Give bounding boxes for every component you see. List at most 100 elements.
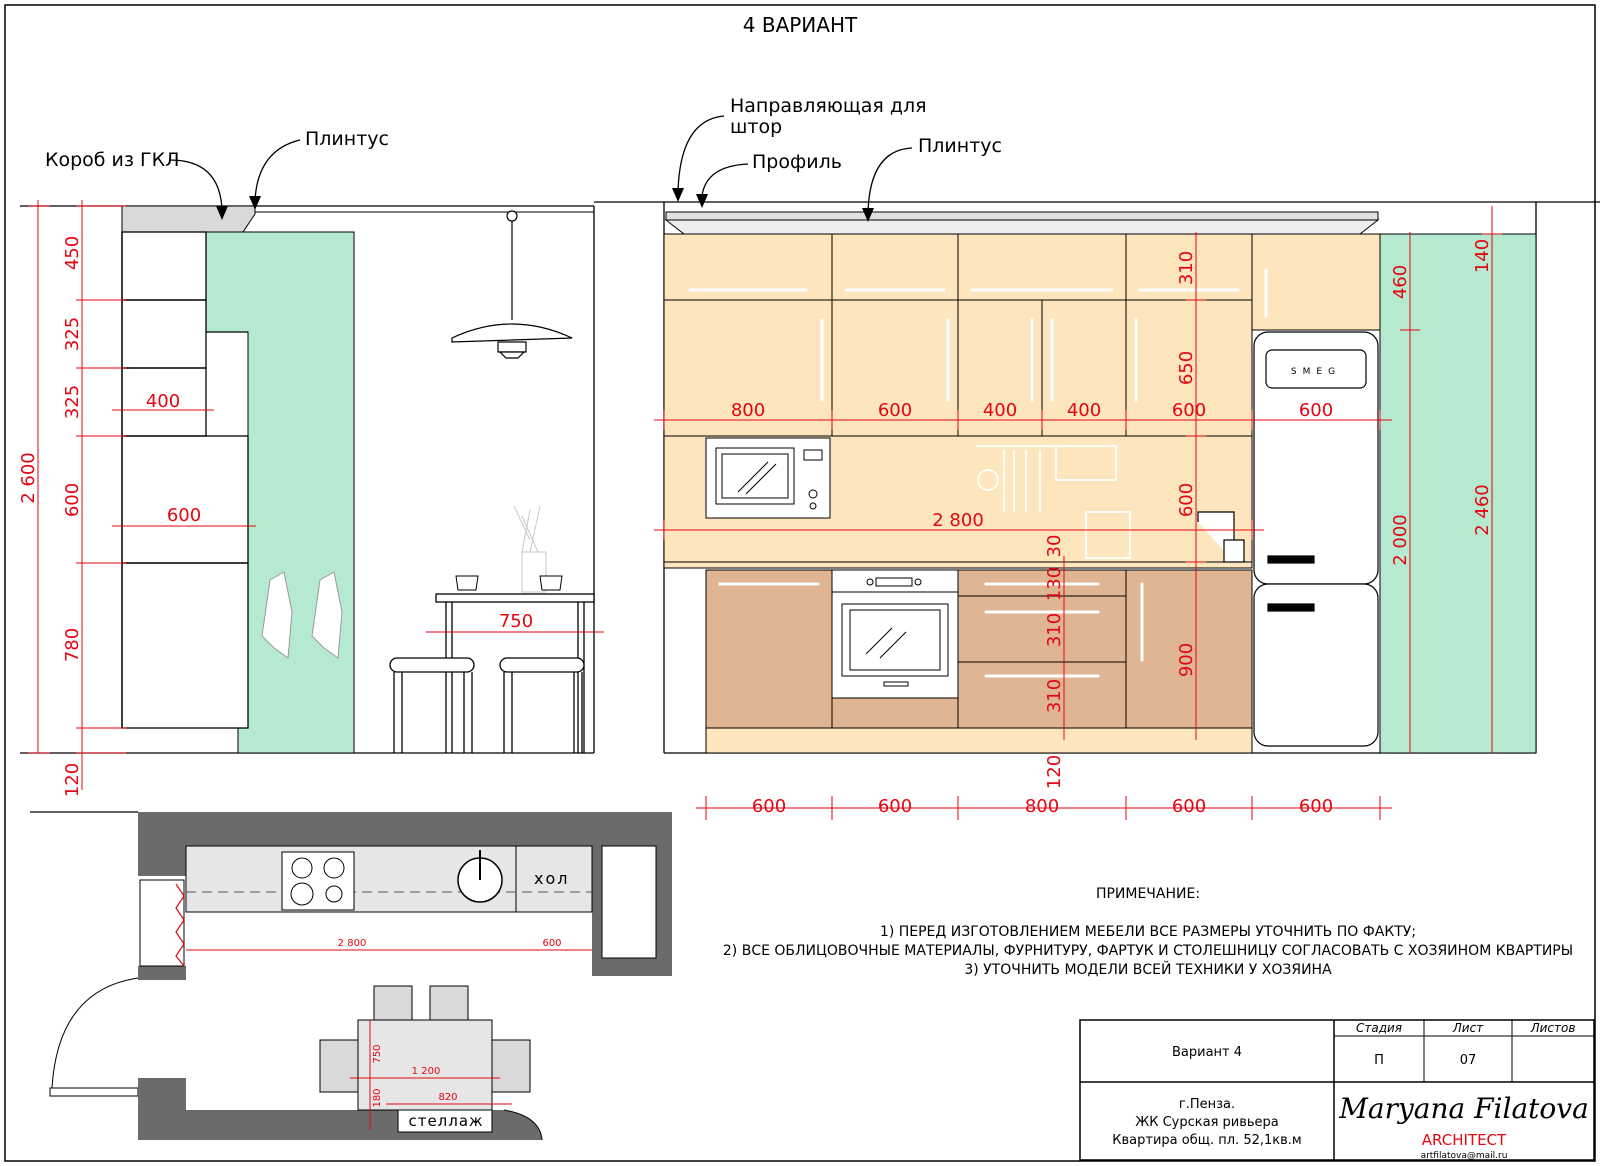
plan-dim-600: 600 xyxy=(542,938,561,949)
dim-bottom-600a: 600 xyxy=(752,796,786,817)
plan-dim-750: 750 xyxy=(372,1044,383,1063)
dim-w400: 400 xyxy=(146,391,180,412)
ceiling-plinth xyxy=(664,219,1380,235)
gypsum-box xyxy=(121,205,256,233)
dim-325b: 325 xyxy=(62,385,83,419)
title-block-stage: П xyxy=(1374,1053,1384,1068)
dim-v310b: 310 xyxy=(1044,679,1065,713)
label-profile: Профиль xyxy=(752,151,842,173)
dim-450: 450 xyxy=(62,236,83,270)
title-block-stage-header: Стадия xyxy=(1356,1021,1402,1035)
fridge-brand-text: SMEG xyxy=(1291,367,1341,377)
left-cabinet-column xyxy=(121,231,249,729)
top-dimension-chain xyxy=(654,410,1392,540)
dim-v650: 650 xyxy=(1176,351,1197,385)
plan-dining-set xyxy=(319,985,531,1133)
dim-bottom-600d: 600 xyxy=(1299,796,1333,817)
dim-top-800: 800 xyxy=(731,400,765,421)
title-block-sheets-header: Листов xyxy=(1530,1021,1576,1035)
dim-top-400b: 400 xyxy=(1067,400,1101,421)
floor-plan: хол 2 800 600 1 200 750 180 820 стеллаж xyxy=(30,811,672,1141)
plinth-base xyxy=(705,727,1253,754)
title-block-address-1: г.Пенза. xyxy=(1179,1097,1235,1112)
flower-vase-icon xyxy=(513,505,547,593)
label-curtain-rail-2: штор xyxy=(730,116,782,138)
dim-bottom-600c: 600 xyxy=(1172,796,1206,817)
faucet-icon xyxy=(1197,511,1245,563)
dim-top-600c: 600 xyxy=(1299,400,1333,421)
dim-v310: 310 xyxy=(1176,251,1197,285)
plan-countertop xyxy=(185,845,593,913)
architect-role: ARCHITECT xyxy=(1422,1131,1507,1149)
right-green-wall xyxy=(1379,233,1537,754)
fridge-icon xyxy=(1253,331,1379,747)
dim-v120: 120 xyxy=(1044,755,1065,789)
dim-600: 600 xyxy=(62,483,83,517)
dim-w600: 600 xyxy=(167,505,201,526)
architect-email: artfilatova@mail.ru xyxy=(1421,1151,1508,1161)
label-plinth-right: Плинтус xyxy=(918,135,1002,157)
dim-780: 780 xyxy=(62,628,83,662)
plan-hob-icon xyxy=(281,851,355,911)
label-plinth-left: Плинтус xyxy=(305,128,389,150)
title-block-name: Вариант 4 xyxy=(1172,1045,1242,1060)
dim-325a: 325 xyxy=(62,317,83,351)
left-vertical-dimensions xyxy=(28,200,126,790)
base-handles xyxy=(718,582,1144,678)
green-wall-panel xyxy=(205,231,355,754)
architect-signature: Maryana Filatova xyxy=(1338,1092,1589,1125)
bottom-dimension-chain xyxy=(696,796,1392,820)
bar-table xyxy=(435,593,595,753)
towel-icons xyxy=(261,571,343,659)
plan-hall-label: хол xyxy=(534,869,569,888)
title-block-sheet-header: Лист xyxy=(1452,1021,1484,1035)
curtain-profile xyxy=(665,211,1379,221)
stool-icons xyxy=(389,657,585,753)
dim-wall-2800: 2 800 xyxy=(932,510,984,531)
plan-dim-2800: 2 800 xyxy=(338,938,367,949)
notes-block: ПРИМЕЧАНИЕ: 1) ПЕРЕД ИЗГОТОВЛЕНИЕМ МЕБЕЛ… xyxy=(723,886,1573,978)
dim-120: 120 xyxy=(62,763,83,797)
cabinet-handles xyxy=(688,268,1268,402)
note-3: 3) УТОЧНИТЬ МОДЕЛИ ВСЕЙ ТЕХНИКИ У ХОЗЯИН… xyxy=(964,960,1332,978)
title-block-address-3: Квартира общ. пл. 52,1кв.м xyxy=(1112,1133,1301,1148)
dim-right-140: 140 xyxy=(1472,239,1493,273)
dim-v30: 30 xyxy=(1044,535,1065,558)
plan-dim-1200: 1 200 xyxy=(412,1066,441,1077)
dim-bottom-800: 800 xyxy=(1025,796,1059,817)
dim-top-400a: 400 xyxy=(983,400,1017,421)
title-block-sheet: 07 xyxy=(1460,1053,1477,1068)
label-curtain-rail-1: Направляющая для xyxy=(730,95,927,117)
dim-bottom-600b: 600 xyxy=(878,796,912,817)
dim-top-600a: 600 xyxy=(878,400,912,421)
drawing-title: 4 ВАРИАНТ xyxy=(743,13,858,37)
pendant-lamp-icon xyxy=(451,210,573,359)
kitchen-vertical-dims xyxy=(1063,206,1502,753)
dim-v130: 130 xyxy=(1044,567,1065,601)
dim-total-height: 2 600 xyxy=(18,452,39,504)
kitchen-elevation: SMEG 800 600 400 400 600 600 2 800 xyxy=(594,95,1600,820)
plan-dim-180: 180 xyxy=(372,1088,383,1107)
sheet-frame xyxy=(4,4,1596,1162)
base-cabinets xyxy=(705,569,1253,729)
oven-icon xyxy=(831,569,959,729)
label-gypsum-box: Короб из ГКЛ xyxy=(45,149,179,171)
left-elevation: 450 325 325 600 780 120 2 600 400 600 75… xyxy=(18,128,604,797)
cup-icons xyxy=(455,575,563,591)
dim-w750: 750 xyxy=(499,611,533,632)
title-block-address-2: ЖК Сурская ривьера xyxy=(1135,1115,1279,1130)
title-block xyxy=(1079,1019,1595,1161)
plan-door xyxy=(49,1087,139,1097)
microwave-icon xyxy=(705,437,831,519)
dim-right-2460: 2 460 xyxy=(1472,484,1493,536)
utensils-icon xyxy=(976,445,1131,559)
dim-fridge-top: 460 xyxy=(1390,265,1411,299)
plan-shelf-label: стеллаж xyxy=(408,1112,483,1130)
plan-window xyxy=(139,879,185,967)
dim-v310a: 310 xyxy=(1044,613,1065,647)
plan-dim-820: 820 xyxy=(438,1092,457,1103)
note-2: 2) ВСЕ ОБЛИЦОВОЧНЫЕ МАТЕРИАЛЫ, ФУРНИТУРУ… xyxy=(723,943,1573,959)
dim-v900: 900 xyxy=(1176,643,1197,677)
